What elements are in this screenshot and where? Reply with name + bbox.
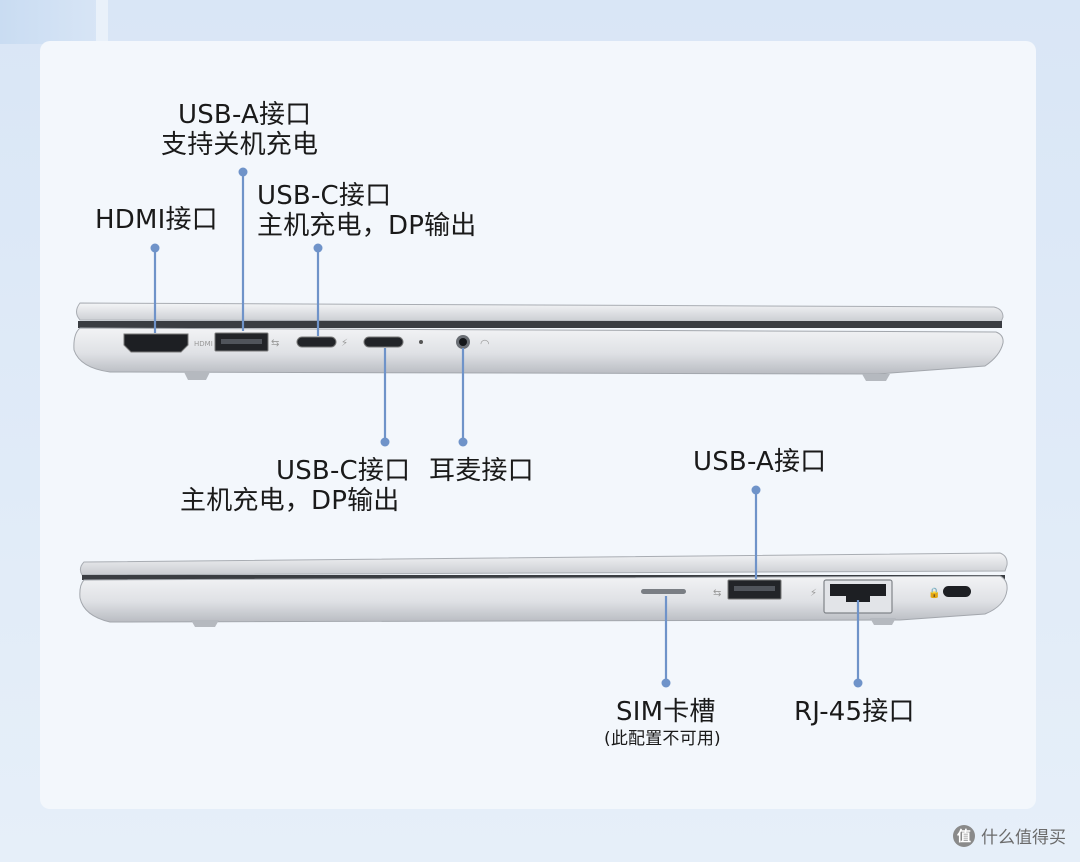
rubber-foot [862, 374, 890, 381]
svg-text:HDMI: HDMI [194, 340, 213, 348]
laptop-right-side: ⇆ ⚡ 🔒 [79, 552, 1008, 627]
hinge-gap-left [78, 321, 1002, 328]
diagram-card [40, 41, 1036, 809]
security-lock-slot [943, 586, 971, 597]
label-usb-c-bottom-title: USB-C接口 [276, 456, 411, 486]
label-sim-slot: SIM卡槽 [616, 697, 716, 727]
svg-text:⚡: ⚡ [810, 588, 817, 599]
watermark: 值 什么值得买 [953, 823, 1066, 848]
rubber-foot [870, 618, 896, 625]
label-usb-c-top-desc: 主机充电，DP输出 [257, 211, 477, 241]
svg-text:🔒: 🔒 [928, 587, 940, 599]
laptop-left-side: HDMI ⇆ ⚡ ◠ [73, 302, 1004, 381]
corner-accent [0, 0, 110, 44]
usb-c-port [296, 336, 337, 348]
smzdm-logo-icon: 值 [953, 824, 975, 847]
audio-jack [459, 338, 467, 346]
svg-text:⇆: ⇆ [271, 338, 279, 349]
label-audio-jack: 耳麦接口 [429, 456, 534, 486]
label-usb-a-top-title: USB-A接口 [178, 100, 312, 130]
rubber-foot [184, 372, 210, 380]
sim-slot [641, 589, 686, 594]
label-usb-a-right: USB-A接口 [693, 447, 827, 477]
label-hdmi: HDMI接口 [95, 205, 218, 235]
label-sim-note: (此配置不可用) [604, 729, 721, 749]
status-led [419, 340, 423, 344]
svg-text:⇆: ⇆ [713, 588, 721, 599]
svg-text:◠: ◠ [480, 337, 490, 350]
watermark-text: 什么值得买 [981, 828, 1066, 848]
usb-c-port [363, 336, 404, 348]
label-rj45: RJ-45接口 [794, 697, 915, 727]
leader-lines [150, 167, 863, 688]
label-usb-c-top-title: USB-C接口 [257, 181, 392, 211]
rubber-foot [191, 620, 219, 627]
label-usb-a-top-desc: 支持关机充电 [161, 130, 319, 160]
hdmi-port [123, 333, 189, 353]
svg-text:⚡: ⚡ [341, 338, 348, 349]
label-usb-c-bottom-desc: 主机充电，DP输出 [180, 486, 400, 516]
